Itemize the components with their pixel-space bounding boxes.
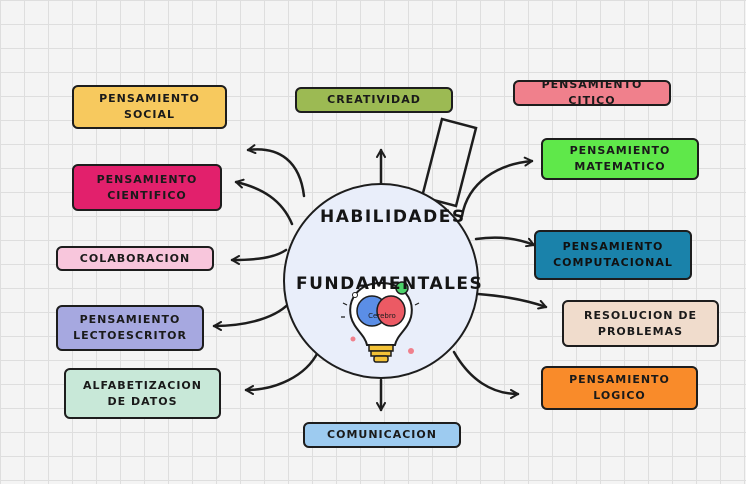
- arrow-to-pensamiento-lectoescritor: [212, 298, 294, 331]
- central-title-line1: HABILIDADES: [320, 207, 466, 227]
- node-pensamiento-cientifico: PENSAMIENTO CIENTIFICO: [72, 164, 222, 211]
- node-alfabetizacion-de-datos: ALFABETIZACION DE DATOS: [64, 368, 221, 419]
- arrow-to-pensamiento-computacional: [474, 236, 536, 248]
- arrow-to-pensamiento-citico-matematico: [460, 156, 534, 218]
- central-hub: Cerebro: [283, 183, 479, 379]
- node-pensamiento-matematico: PENSAMIENTO MATEMATICO: [541, 138, 699, 180]
- node-pensamiento-citico: PENSAMIENTO CITICO: [513, 78, 671, 107]
- node-resolucion-de-problemas: RESOLUCION DE PROBLEMAS: [562, 300, 719, 347]
- arrow-to-pensamiento-logico: [452, 350, 520, 399]
- node-pensamiento-computacional: PENSAMIENTO COMPUTACIONAL: [534, 230, 692, 280]
- node-pensamiento-logico: PENSAMIENTO LOGICO: [541, 366, 698, 410]
- arrow-to-pensamiento-cientifico: [234, 178, 294, 226]
- node-colaboracion: COLABORACION: [56, 246, 214, 271]
- arrow-to-alfabetizacion-de-datos: [244, 350, 320, 395]
- arrow-to-pensamiento-social: [246, 144, 306, 198]
- lightbulb-brain-icon: Cerebro: [341, 281, 420, 363]
- bulb-label: Cerebro: [368, 312, 396, 320]
- central-title-line2: FUNDAMENTALES: [296, 274, 484, 294]
- node-pensamiento-social: PENSAMIENTO SOCIAL: [72, 85, 227, 129]
- arrow-to-colaboracion: [230, 248, 288, 265]
- arrow-to-resolucion-de-problemas: [476, 292, 548, 310]
- node-creatividad: CREATIVIDAD: [295, 87, 453, 113]
- node-comunicacion: COMUNICACION: [303, 422, 461, 448]
- node-pensamiento-lectoescritor: PENSAMIENTO LECTOESCRITOR: [56, 305, 204, 351]
- sketch-rectangle: [420, 117, 478, 208]
